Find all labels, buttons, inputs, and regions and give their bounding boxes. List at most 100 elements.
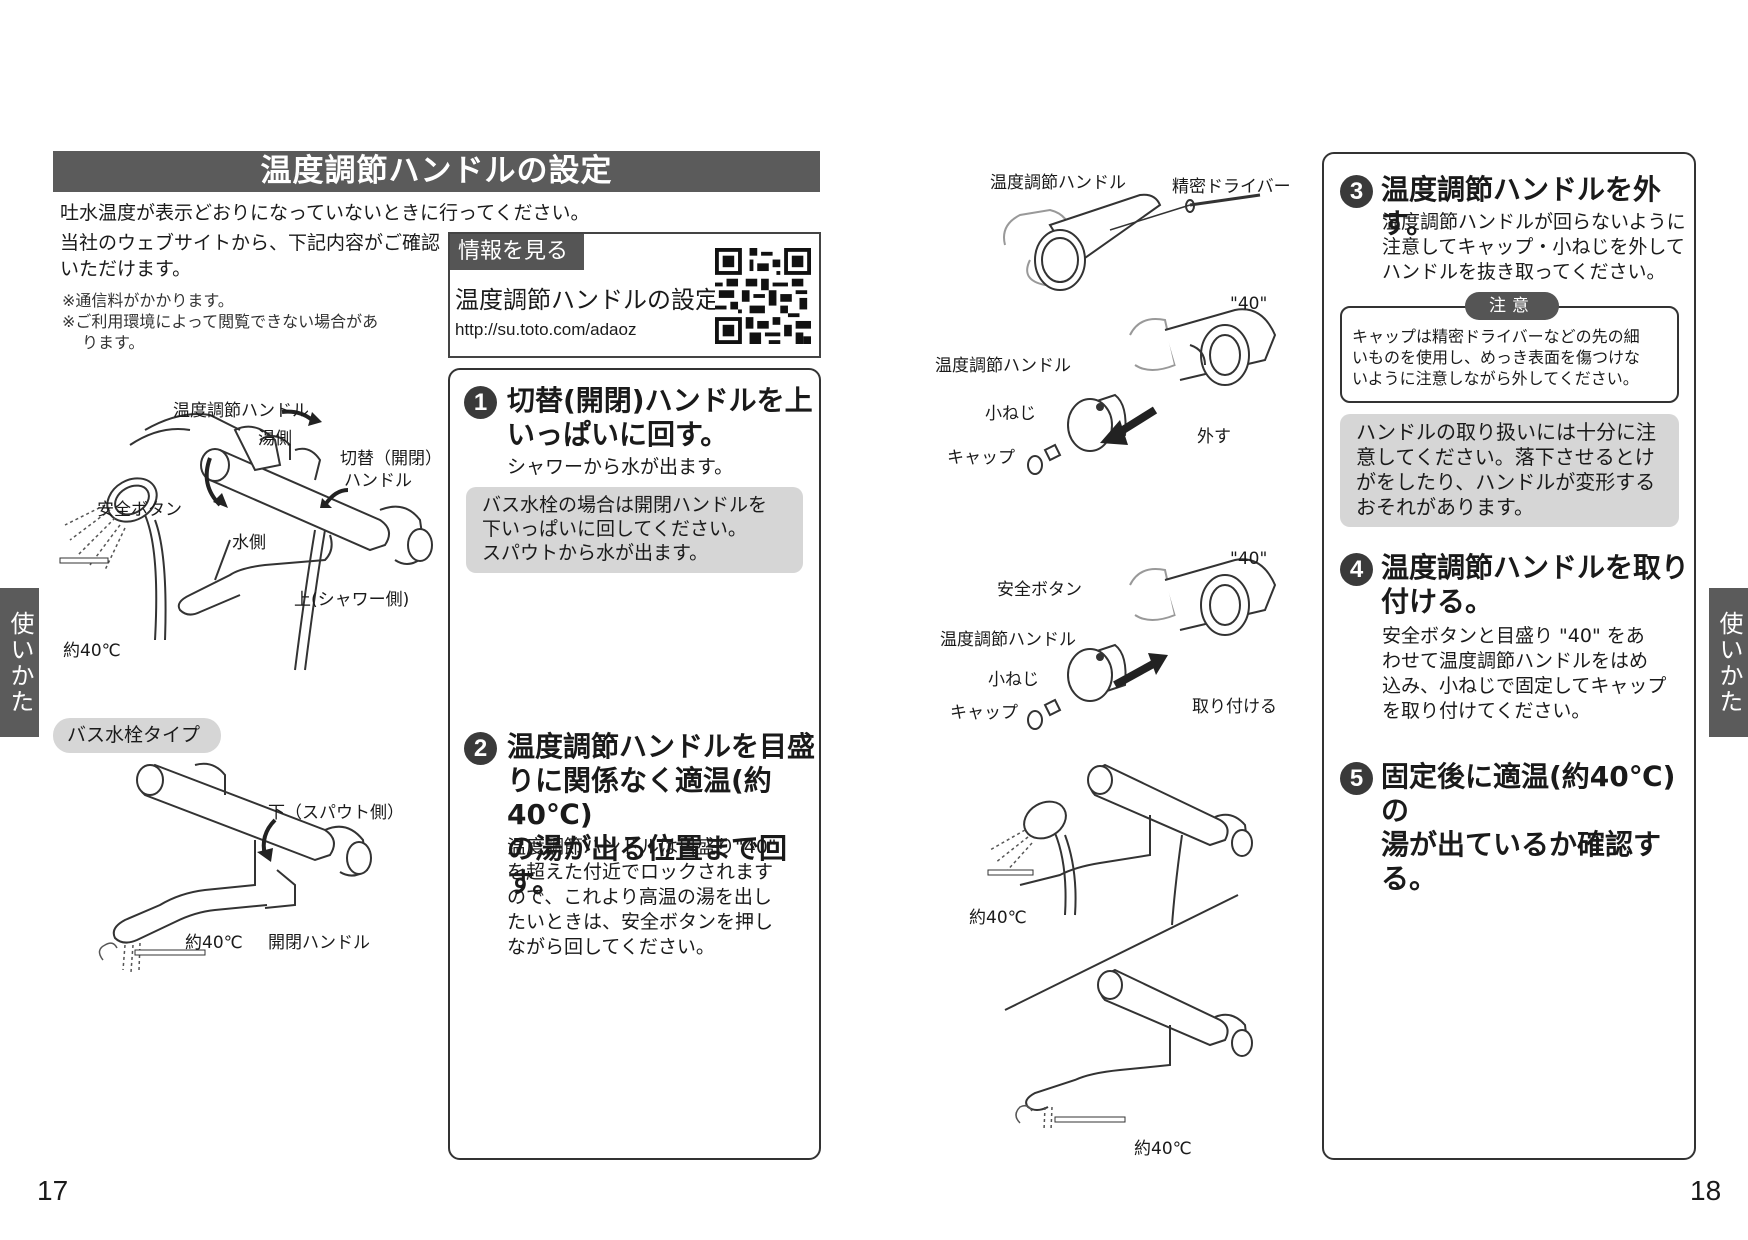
step4-body-line3: 込み、小ねじで固定してキャップ: [1382, 675, 1667, 697]
handle-remove-illustration: [1000, 295, 1300, 495]
step5-heading: 固定後に適温(約40℃)の 湯が出ているか確認する。: [1381, 760, 1691, 896]
step1-heading-line2: いっぱいに回す。: [507, 418, 729, 451]
step2-heading: 温度調節ハンドルを目盛 りに関係なく適温(約40℃) の湯が出る位置まで回す。: [507, 730, 822, 900]
handle-driver-illustration: [990, 185, 1310, 305]
page-number-right: 18: [1690, 1175, 1722, 1206]
step1-callout-line2: 下いっぱいに回してください。: [482, 518, 747, 540]
caution-text: キャップは精密ドライバーなどの先の細 いものを使用し、めっき表面を傷つけな いよ…: [1352, 326, 1672, 389]
step4-body-line1: 安全ボタンと目盛り "40" をあ: [1382, 625, 1645, 647]
step1-heading-line1: 切替(開閉)ハンドルを上: [507, 384, 813, 417]
info-box: 情報を見る 温度調節ハンドルの設定 http://su.toto.com/ada…: [448, 232, 821, 358]
label-switch-handle-line1: 切替（開閉）: [340, 449, 442, 469]
warning-callout: ハンドルの取り扱いには十分に注 意してください。落下させるとけ がをしたり、ハン…: [1340, 414, 1679, 527]
steps-box-left: [448, 368, 821, 1160]
info-title: 温度調節ハンドルの設定: [455, 286, 719, 314]
info-url-link[interactable]: http://su.toto.com/adaoz: [455, 320, 637, 339]
step3-body-line2: 注意してキャップ・小ねじを外して: [1382, 236, 1685, 258]
step1-callout-line1: バス水栓の場合は開閉ハンドルを: [482, 494, 768, 516]
bath-type-pill: バス水栓タイプ: [53, 718, 221, 753]
label-temp-bath: 約40℃: [185, 933, 243, 953]
label-up-shower: 上(シャワー側): [294, 590, 410, 610]
label-cap-b: キャップ: [950, 703, 1018, 723]
step3-body: 温度調節ハンドルが回らないように 注意してキャップ・小ねじを外して ハンドルを抜…: [1382, 210, 1687, 285]
label-safety-button-r: 安全ボタン: [997, 580, 1082, 600]
step3-body-line1: 温度調節ハンドルが回らないように: [1382, 211, 1686, 233]
step5-heading-line2: 湯が出ているか確認する。: [1381, 828, 1662, 895]
steps-box-right: [1322, 152, 1696, 1160]
step2-body-line5: ながら回してください。: [507, 936, 715, 958]
label-temp-shower: 約40℃: [63, 641, 121, 661]
step2-heading-line3: の湯が出る位置まで回す。: [507, 832, 788, 899]
warning-line4: おそれがあります。: [1356, 495, 1534, 519]
caution-label: 注意: [1465, 292, 1559, 320]
faucet-result-illustration: [960, 755, 1280, 1135]
label-temp-shower-r: 約40℃: [969, 908, 1027, 928]
side-tab-left: 使いかた: [0, 588, 39, 737]
label-temp-handle-c: 温度調節ハンドル: [940, 630, 1076, 650]
note-fee: ※通信料がかかります。: [62, 291, 234, 310]
label-water-side: 水側: [232, 533, 266, 553]
step3-body-line3: ハンドルを抜き取ってください。: [1382, 261, 1666, 283]
label-safety-button: 安全ボタン: [97, 500, 182, 520]
handle-attach-illustration: [1000, 545, 1300, 745]
step4-number: 4: [1340, 553, 1373, 586]
step1-number: 1: [464, 386, 497, 419]
info-label: 情報を見る: [450, 234, 584, 270]
label-temp-spout-r: 約40℃: [1134, 1139, 1192, 1159]
note-environment-line1: ※ご利用環境によって閲覧できない場合があ: [62, 312, 379, 331]
caution-line1: キャップは精密ドライバーなどの先の細: [1352, 327, 1640, 346]
label-down-spout: 下（スパウト側）: [268, 803, 404, 823]
faucet-shower-illustration: [50, 390, 440, 680]
step4-body: 安全ボタンと目盛り "40" をあ わせて温度調節ハンドルをはめ 込み、小ねじで…: [1382, 624, 1687, 724]
label-small-screw-b: 小ねじ: [988, 670, 1039, 690]
step2-number: 2: [464, 732, 497, 765]
step2-body-line3: ので、これより高温の湯を出し: [507, 886, 772, 908]
label-temp-handle-a: 温度調節ハンドル: [990, 173, 1126, 193]
step1-callout-line3: スパウトから水が出ます。: [482, 542, 709, 564]
qr-code-icon[interactable]: [715, 248, 811, 344]
step3: 3: [1340, 175, 1373, 208]
label-mark40-a: "40": [1230, 294, 1268, 314]
step4-heading-line1: 温度調節ハンドルを取り: [1381, 551, 1690, 584]
step5-heading-line1: 固定後に適温(約40℃)の: [1381, 760, 1676, 827]
step2: 2: [464, 732, 497, 765]
page-number-left: 17: [37, 1175, 69, 1206]
label-precision-driver: 精密ドライバー: [1172, 177, 1291, 197]
step4-body-line2: わせて温度調節ハンドルをはめ: [1382, 650, 1649, 672]
label-mark40-b: "40": [1230, 549, 1268, 569]
step4-heading: 温度調節ハンドルを取り 付ける。: [1381, 551, 1691, 619]
warning-line1: ハンドルの取り扱いには十分に注: [1356, 420, 1656, 444]
step2-heading-line1: 温度調節ハンドルを目盛: [507, 730, 816, 763]
warning-line2: 意してください。落下させるとけ: [1356, 445, 1655, 469]
step1-callout: バス水栓の場合は開閉ハンドルを 下いっぱいに回してください。 スパウトから水が出…: [466, 487, 803, 573]
note-environment: ※ご利用環境によって閲覧できない場合があ ります。: [62, 311, 447, 353]
step3-number: 3: [1340, 175, 1373, 208]
step5-number: 5: [1340, 762, 1373, 795]
label-temp-handle: 温度調節ハンドル: [173, 401, 309, 421]
step1: 1: [464, 386, 497, 419]
side-tab-right: 使いかた: [1709, 588, 1748, 737]
warning-line3: がをしたり、ハンドルが変形する: [1356, 470, 1656, 494]
page-title: 温度調節ハンドルの設定: [53, 151, 820, 192]
label-small-screw-a: 小ねじ: [985, 404, 1036, 424]
faucet-bath-illustration: [95, 760, 395, 980]
label-open-close-handle: 開閉ハンドル: [268, 933, 370, 953]
step2-body-line2: を超えた付近でロックされます: [507, 861, 774, 883]
step2-body-line1: 温度調節ハンドルは目盛り"40": [507, 836, 777, 858]
label-remove: 外す: [1197, 427, 1231, 447]
label-temp-handle-b: 温度調節ハンドル: [935, 356, 1071, 376]
caution-line2: いものを使用し、めっき表面を傷つけな: [1352, 348, 1641, 367]
intro-text: 吐水温度が表示どおりになっていないときに行ってください。: [60, 202, 590, 224]
step1-body: シャワーから水が出ます。: [507, 456, 734, 478]
caution-line3: いように注意しながら外してください。: [1352, 369, 1639, 388]
step4-heading-line2: 付ける。: [1381, 585, 1494, 618]
note-environment-line2: ります。: [82, 333, 145, 352]
step5: 5: [1340, 762, 1373, 795]
step3-heading: 温度調節ハンドルを外す。: [1381, 173, 1662, 240]
step2-body: 温度調節ハンドルは目盛り"40" を超えた付近でロックされます ので、これより高…: [507, 835, 819, 960]
step4: 4: [1340, 553, 1373, 586]
website-text: 当社のウェブサイトから、下記内容がご確認いただけます。: [60, 232, 441, 280]
label-switch-handle-line2: ハンドル: [344, 471, 412, 491]
step1-heading: 切替(開閉)ハンドルを上 いっぱいに回す。: [507, 384, 817, 452]
step2-heading-line2: りに関係なく適温(約40℃): [507, 764, 772, 831]
